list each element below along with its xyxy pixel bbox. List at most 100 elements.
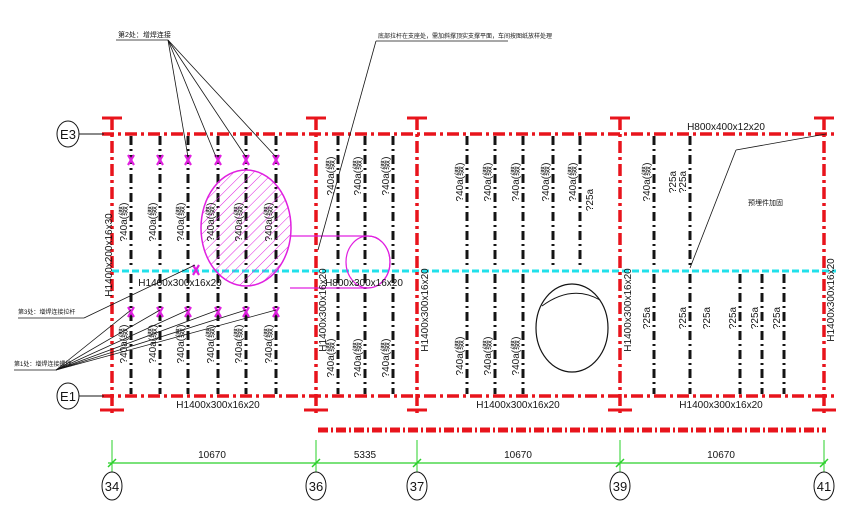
beam-label-col36: H1400x300x16x20 (318, 268, 329, 352)
purlin-label-upper-14: ?40a(缀) (640, 163, 653, 202)
dim-34-36: 10670 (198, 450, 226, 461)
dim-37-39: 10670 (504, 450, 532, 461)
grid-label-e3: E3 (60, 127, 76, 142)
beam-label-left-vertical: H1400x200x16x30 (104, 213, 115, 297)
beam-label-top-right: H800x400x12x20 (687, 122, 765, 133)
purlin-label-right-0: ?25a (668, 170, 679, 193)
purlin-label-upper-13: ?40a(缀) (566, 163, 579, 202)
grid-label-36: 36 (309, 479, 323, 494)
purlin-label-right-2: ?25a (678, 306, 689, 329)
purlin-label-upper-extra: ?25a (585, 188, 596, 211)
purlin-label-lower-4: ?40a(缀) (232, 325, 245, 364)
purlin-label-lower-11: ?40a(缀) (509, 337, 522, 376)
beam-label-col41: H1400x300x16x20 (826, 258, 837, 342)
dimension-ticks (107, 440, 829, 472)
purlin-label-upper-15: ?25a (678, 170, 689, 193)
grid-col-37: 37 (406, 471, 428, 501)
grid-col-39: 39 (609, 471, 631, 501)
purlin-label-right-4: ?25a (728, 306, 739, 329)
bolt-markers (127, 154, 280, 318)
purlin-label-right-5: ?25a (750, 306, 761, 329)
note-2: 底部拉杆在支座处，需加斜撑顶实支撑平面，车间按图纸放样处理 (378, 32, 552, 40)
purlin-label-lower-6: ?40a(缀) (324, 339, 337, 378)
bolt-marker-top-1 (156, 154, 164, 166)
leader-n3 (18, 264, 196, 319)
note-4: 第1处：增焊连接螺栓 (14, 360, 71, 368)
bolt-marker-mid (192, 264, 200, 276)
grid-label-34: 34 (105, 479, 119, 494)
reinforce-zone-ellipse (200, 169, 292, 287)
note-5: 预埋件加固 (748, 198, 783, 207)
purlin-label-lower-7: ?40a(缀) (351, 339, 364, 378)
grid-label-37: 37 (410, 479, 424, 494)
grid-label-39: 39 (613, 479, 627, 494)
detail-circle (535, 283, 609, 373)
dim-39-41: 10670 (707, 450, 735, 461)
purlin-label-upper-10: ?40a(缀) (481, 163, 494, 202)
purlin-label-upper-9: ?40a(缀) (453, 163, 466, 202)
purlin-label-lower-5: ?40a(缀) (262, 325, 275, 364)
purlin-label-lower-10: ?40a(缀) (481, 337, 494, 376)
bolt-marker-top-2 (184, 154, 192, 166)
purlin-label-upper-8: ?40a(缀) (379, 157, 392, 196)
grid-col-41: 41 (813, 471, 835, 501)
reinforce-callout-end (345, 235, 391, 289)
grid-col-36: 36 (305, 471, 327, 501)
purlin-label-upper-1: ?40a(缀) (146, 203, 159, 242)
dim-slash-1 (311, 458, 321, 468)
purlin-label-upper-7: ?40a(缀) (351, 157, 364, 196)
beam-label-bottom-3: H1400x300x16x20 (679, 400, 763, 411)
purlin-label-upper-0: ?40a(缀) (117, 203, 130, 242)
leader-n4 (14, 309, 277, 371)
grid-row-e1: E1 (56, 382, 104, 410)
beam-label-mid-left: H1400x300x16x20 (138, 278, 222, 289)
dim-slash-2 (412, 458, 422, 468)
purlin-label-upper-6: ?40a(缀) (324, 157, 337, 196)
bolt-marker-top-5 (272, 154, 280, 166)
bolt-marker-top-0 (127, 154, 135, 166)
beam-label-col39: H1400x300x16x20 (623, 268, 634, 352)
purlin-label-upper-4: ?40a(缀) (232, 203, 245, 242)
bolt-marker-bottom-3 (214, 306, 222, 318)
bolt-marker-top-4 (242, 154, 250, 166)
dim-slash-3 (615, 458, 625, 468)
beam-label-mid-center: H800x300x16x20 (325, 278, 403, 289)
purlin-label-lower-9: ?40a(缀) (453, 337, 466, 376)
beam-label-bottom-1: H1400x300x16x20 (176, 400, 260, 411)
dim-slash-0 (107, 458, 117, 468)
beam-label-col37: H1400x300x16x20 (420, 268, 431, 352)
purlin-label-lower-8: ?40a(缀) (379, 339, 392, 378)
bolt-marker-bottom-1 (156, 306, 164, 318)
column-beams (100, 116, 836, 414)
detail-circle-arc (541, 292, 601, 307)
note-1: 第2处：增焊连接 (118, 30, 171, 39)
purlin-label-lower-2: ?40a(缀) (174, 325, 187, 364)
bolt-marker-bottom-5 (272, 306, 280, 318)
grid-columns: 34 36 37 39 41 (101, 471, 835, 501)
bolt-marker-bottom-0 (127, 306, 135, 318)
bolt-marker-bottom-2 (184, 306, 192, 318)
purlin-label-upper-12: ?40a(缀) (539, 163, 552, 202)
grid-label-41: 41 (817, 479, 831, 494)
purlin-label-right-6: ?25a (772, 306, 783, 329)
purlin-label-upper-3: ?40a(缀) (204, 203, 217, 242)
purlin-label-upper-11: ?40a(缀) (509, 163, 522, 202)
beam-label-bottom-2: H1400x300x16x20 (476, 400, 560, 411)
dim-slash-4 (819, 458, 829, 468)
note-3: 第3处：增焊连接拉杆 (18, 308, 75, 316)
purlin-label-right-3: ?25a (702, 306, 713, 329)
purlin-label-lower-3: ?40a(缀) (204, 325, 217, 364)
grid-label-e1: E1 (60, 389, 76, 404)
leader-n2 (317, 40, 508, 251)
grid-row-e3: E3 (56, 120, 104, 148)
leader-n5 (689, 133, 827, 269)
dim-36-37: 5335 (354, 450, 377, 461)
bolt-marker-bottom-4 (242, 306, 250, 318)
purlin-label-lower-0: ?40a(缀) (117, 325, 130, 364)
leader-n1 (116, 39, 277, 158)
purlin-labels: ?40a(缀) ?40a(缀) ?40a(缀) ?40a(缀) ?40a(缀) ?40a(… (117, 157, 783, 378)
purlin-label-right-1: ?25a (642, 306, 653, 329)
purlin-label-upper-2: ?40a(缀) (174, 203, 187, 242)
